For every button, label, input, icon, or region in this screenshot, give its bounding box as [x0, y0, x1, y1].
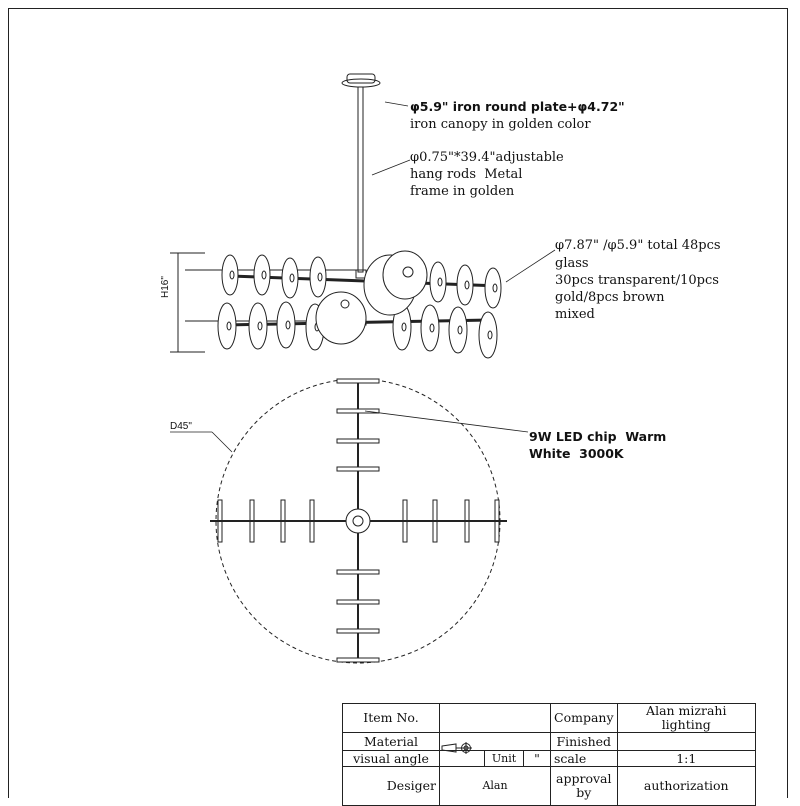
material-label: Material	[342, 732, 440, 751]
disc-mount	[226, 321, 232, 331]
glass-disc	[336, 569, 380, 575]
visual-angle-symbol-cell	[439, 750, 485, 767]
unit-value: "	[523, 750, 551, 767]
glass-note-line3: 30pcs transparent/10pcs	[555, 273, 719, 288]
top-view	[170, 378, 529, 664]
disc-mount	[285, 320, 291, 330]
led-note-line2: White 3000K	[529, 446, 624, 461]
hang-rod	[357, 86, 364, 273]
glass-disc	[336, 599, 380, 605]
glass-note-line4: gold/8pcs brown	[555, 290, 665, 305]
disc-mount	[457, 325, 463, 335]
glass-note-line5: mixed	[555, 307, 595, 322]
disc-mount	[492, 283, 498, 293]
height-label: H16"	[160, 276, 171, 298]
glass-disc	[336, 466, 380, 472]
canopy-note-line2: iron canopy in golden color	[410, 117, 591, 132]
disc-mount	[464, 280, 470, 290]
diameter-label: D45"	[170, 421, 192, 432]
canopy	[346, 73, 376, 84]
scale-value: 1:1	[616, 750, 757, 767]
company-label: Company	[550, 703, 618, 733]
rod-note-line3: frame in golden	[410, 184, 515, 199]
finished-value	[616, 732, 757, 751]
item-no-label: Item No.	[342, 703, 440, 733]
disc-mount	[429, 323, 435, 333]
glass-disc	[336, 378, 380, 384]
disc-mount	[317, 272, 323, 282]
disc-mount	[437, 277, 443, 287]
title-block: Item No. Company Alan mizrahi lighting M…	[342, 703, 757, 806]
glass-disc	[336, 408, 380, 414]
disc-mount	[257, 321, 263, 331]
canopy-note-line1: φ5.9" iron round plate+φ4.72"	[410, 99, 625, 114]
disc-mount	[289, 273, 295, 283]
glass-note-line2: glass	[555, 256, 589, 271]
rod-note-line2: hang rods Metal	[410, 167, 523, 182]
glass-disc	[336, 438, 380, 444]
item-no-value	[439, 703, 551, 733]
rod-note-line1: φ0.75"*39.4"adjustable	[410, 150, 564, 165]
drawing-frame	[8, 8, 788, 798]
company-value: Alan mizrahi lighting	[616, 703, 757, 733]
material-value	[439, 732, 551, 751]
led-note-line1: 9W LED chip Warm	[529, 429, 667, 444]
glass-note-line1: φ7.87" /φ5.9" total 48pcs	[555, 238, 721, 253]
disc-mount	[487, 330, 493, 340]
glass-disc	[336, 657, 380, 663]
glass-disc	[336, 628, 380, 634]
disc-mount	[229, 270, 235, 280]
scale-label: scale	[550, 750, 618, 767]
designer-label: Desiger	[342, 766, 440, 806]
disc-mount	[401, 322, 407, 332]
approval-label: approval by	[550, 766, 618, 806]
side-view	[170, 73, 556, 359]
finished-label: Finished	[550, 732, 618, 751]
designer-value: Alan	[439, 766, 551, 806]
disc-mount	[261, 270, 267, 280]
unit-label: Unit	[484, 750, 524, 767]
visual-angle-label: visual angle	[342, 750, 440, 767]
